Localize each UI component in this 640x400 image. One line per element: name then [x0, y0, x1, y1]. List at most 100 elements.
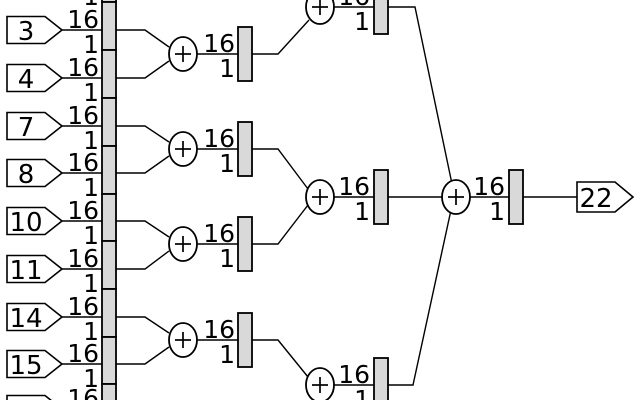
wire-width-label: 1	[83, 269, 99, 298]
wire[interactable]	[116, 60, 170, 79]
stage1-registers-and-labels: 16 1 16 1 16 1 16 1	[203, 26, 253, 369]
stage1-output-wires	[197, 19, 310, 378]
wire[interactable]	[252, 204, 309, 245]
input-port-4: 4	[6, 63, 64, 95]
input-port-8: 8	[6, 158, 64, 190]
wire-width-label: 1	[354, 197, 370, 226]
wire-width-label: 1	[219, 244, 235, 273]
input-port-10: 10	[6, 206, 64, 238]
wire-width-label: 16	[67, 384, 99, 400]
wire-width-label: 1	[83, 221, 99, 250]
input-register-block[interactable]	[101, 383, 117, 400]
wire[interactable]	[388, 209, 452, 386]
wire-width-label: 16	[67, 148, 99, 177]
input-register-block[interactable]	[101, 193, 117, 242]
wire-width-label: 1	[489, 197, 505, 226]
input-port-15: 15	[6, 349, 64, 381]
register-block[interactable]	[373, 357, 389, 400]
wire-width-label: 16	[203, 315, 235, 344]
wire-width-label: 1	[83, 30, 99, 59]
wire-width-label: 1	[354, 385, 370, 400]
sum-block-stage1-d[interactable]	[168, 322, 198, 358]
stage2-output-wires	[334, 6, 453, 386]
input-register-block[interactable]	[101, 1, 117, 51]
input-wire-labels: 1 16 1 16 1 16 1 16 1 16 1 16 1 16 1 16 …	[67, 0, 99, 400]
input-port[interactable]	[6, 394, 62, 400]
input-register-block[interactable]	[101, 336, 117, 385]
wire-width-label: 16	[338, 0, 370, 11]
wire-width-label: 16	[203, 29, 235, 58]
input-register-block[interactable]	[101, 145, 117, 195]
input-register-column	[101, 0, 117, 400]
wire-width-label: 1	[83, 0, 99, 11]
wire-width-label: 1	[83, 78, 99, 107]
input-port[interactable]	[6, 15, 64, 45]
input-port-label: 10	[9, 208, 42, 238]
input-port[interactable]	[6, 111, 64, 141]
input-port[interactable]	[6, 206, 64, 236]
wire[interactable]	[116, 155, 170, 174]
register-block[interactable]	[237, 121, 253, 177]
sum-block-stage1-c[interactable]	[168, 226, 198, 262]
input-port-11: 11	[6, 254, 64, 286]
input-port[interactable]	[6, 302, 64, 332]
sum-block-stage2-top[interactable]	[305, 0, 335, 25]
wire-width-label: 1	[219, 54, 235, 83]
wire-width-label: 16	[67, 292, 99, 321]
wire[interactable]	[252, 19, 310, 55]
wire-width-label: 1	[354, 7, 370, 36]
input-register-block[interactable]	[101, 97, 117, 147]
sum-block-stage1-a[interactable]	[168, 36, 198, 72]
register-block[interactable]	[508, 169, 524, 225]
input-port[interactable]	[6, 254, 64, 284]
wire-width-label: 1	[83, 126, 99, 155]
wire-width-label: 16	[338, 172, 370, 201]
input-port-14: 14	[6, 302, 64, 334]
input-port-label: 7	[18, 113, 35, 143]
input-port-label: 8	[18, 160, 35, 190]
sum-block-stage2-bottom[interactable]	[305, 367, 335, 400]
input-wires	[62, 29, 102, 365]
wire[interactable]	[116, 316, 170, 334]
sum-block-stage1-b[interactable]	[168, 131, 198, 167]
wire-width-label: 16	[67, 339, 99, 368]
wire[interactable]	[388, 6, 453, 185]
input-port-3: 3	[6, 15, 64, 47]
input-port-label: 11	[9, 256, 42, 286]
wire-width-label: 1	[219, 149, 235, 178]
wire[interactable]	[252, 148, 309, 190]
wire-width-label: 16	[67, 196, 99, 225]
wire[interactable]	[116, 220, 170, 238]
sum-block-final[interactable]	[441, 179, 471, 215]
input-port-label: 4	[18, 65, 35, 95]
input-port[interactable]	[6, 158, 64, 188]
register-block[interactable]	[237, 216, 253, 272]
wire-width-label: 16	[338, 360, 370, 389]
register-block[interactable]	[237, 312, 253, 368]
wire-width-label: 1	[83, 173, 99, 202]
input-register-block[interactable]	[101, 49, 117, 99]
wire-width-label: 16	[203, 219, 235, 248]
wire[interactable]	[116, 29, 170, 48]
input-port[interactable]	[6, 63, 64, 93]
input-register-block[interactable]	[101, 240, 117, 290]
input-port-label: 15	[9, 351, 42, 381]
wire-width-label: 16	[203, 124, 235, 153]
input-port-partial-bottom	[6, 394, 62, 400]
register-block[interactable]	[237, 26, 253, 82]
wire-width-label: 1	[83, 364, 99, 393]
wire[interactable]	[116, 250, 170, 270]
wire[interactable]	[116, 125, 170, 143]
input-port-label: 3	[18, 17, 35, 47]
wire-width-label: 16	[67, 244, 99, 273]
input-port[interactable]	[6, 349, 64, 379]
output-port[interactable]	[576, 181, 635, 213]
output-port-22: 22	[576, 181, 635, 214]
sum-block-stage2-mid[interactable]	[305, 179, 335, 215]
wire[interactable]	[116, 346, 170, 365]
input-register-block[interactable]	[101, 288, 117, 338]
wire[interactable]	[252, 339, 309, 378]
register-block[interactable]	[373, 169, 389, 225]
input-port-7: 7	[6, 111, 64, 143]
register-block[interactable]	[373, 0, 389, 35]
